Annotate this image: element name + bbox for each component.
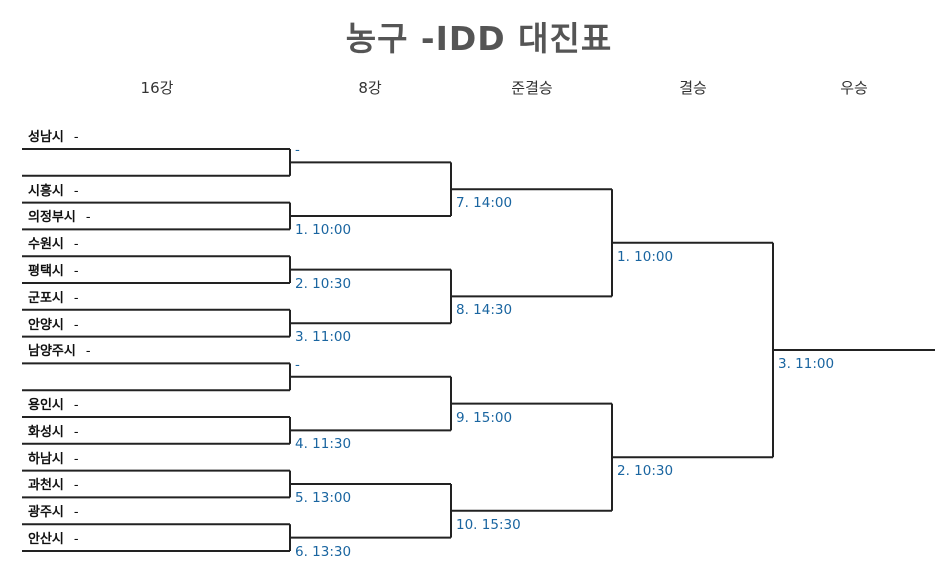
team-score: - xyxy=(73,237,79,253)
team-entry: 용인시- xyxy=(28,398,79,414)
team-entry: 안산시- xyxy=(28,532,79,548)
team-name: 남양주시 xyxy=(28,344,76,360)
match-label: 4. 11:30 xyxy=(295,436,352,453)
match-label: 6. 13:30 xyxy=(295,543,352,560)
team-name: 화성시 xyxy=(28,424,64,440)
team-score: - xyxy=(85,210,91,226)
team-score: - xyxy=(85,344,91,360)
team-entry: 화성시- xyxy=(28,425,79,441)
team-score: - xyxy=(73,130,79,145)
team-score: - xyxy=(73,290,79,306)
match-label: 1. 10:00 xyxy=(295,222,352,238)
team-score: - xyxy=(73,264,79,279)
team-entry: 군포시- xyxy=(28,291,79,307)
team-score: - xyxy=(73,183,79,199)
team-score: - xyxy=(73,317,79,333)
team-score: - xyxy=(73,451,79,467)
team-entry: 평택시- xyxy=(28,264,79,280)
page-title: 농구 -IDD 대진표 xyxy=(345,19,613,58)
team-entry: 과천시- xyxy=(28,478,79,494)
team-name: 안산시 xyxy=(28,532,64,547)
team-name: 과천시 xyxy=(28,478,64,494)
team-entry: 수원시- xyxy=(28,237,79,253)
round-header-8: 8강 xyxy=(358,79,382,97)
team-name: 광주시 xyxy=(28,505,64,521)
match-label: 5. 13:00 xyxy=(295,490,352,506)
team-name: 하남시 xyxy=(28,451,64,467)
team-name: 용인시 xyxy=(28,398,64,413)
team-score: - xyxy=(73,478,79,494)
match-label: 1. 10:00 xyxy=(617,248,674,265)
team-entry: 광주시- xyxy=(28,505,79,521)
team-entry: 성남시- xyxy=(28,130,79,146)
match-label: 9. 15:00 xyxy=(456,409,513,426)
match-label: - xyxy=(295,142,300,159)
round-header-semifinal: 준결승 xyxy=(511,79,553,97)
team-score: - xyxy=(73,505,79,521)
team-name: 시흥시 xyxy=(28,183,64,199)
team-entry: 남양주시- xyxy=(28,344,91,360)
team-entry: 의정부시- xyxy=(28,210,91,226)
round-header-16: 16강 xyxy=(140,79,174,97)
match-label: 2. 10:30 xyxy=(295,275,352,292)
team-score: - xyxy=(73,398,79,413)
team-name: 안양시 xyxy=(28,317,64,333)
match-label: 2. 10:30 xyxy=(617,463,674,480)
match-label: 3. 11:00 xyxy=(778,356,835,372)
team-entry: 하남시- xyxy=(28,452,79,468)
match-label: 3. 11:00 xyxy=(295,329,352,346)
team-score: - xyxy=(73,424,79,440)
team-name: 군포시 xyxy=(28,290,64,306)
team-entry: 시흥시- xyxy=(28,184,79,200)
team-name: 평택시 xyxy=(28,264,64,279)
match-label: 8. 14:30 xyxy=(456,302,513,319)
team-entry: 안양시- xyxy=(28,318,79,334)
team-name: 수원시 xyxy=(28,237,64,253)
team-name: 성남시 xyxy=(28,130,64,145)
round-header-final: 결승 xyxy=(679,79,707,97)
team-name: 의정부시 xyxy=(28,210,76,226)
round-header-champion: 우승 xyxy=(840,79,868,97)
match-label: 7. 14:00 xyxy=(456,195,513,212)
match-label: - xyxy=(295,356,300,373)
match-label: 10. 15:30 xyxy=(456,516,521,533)
team-score: - xyxy=(73,532,79,547)
